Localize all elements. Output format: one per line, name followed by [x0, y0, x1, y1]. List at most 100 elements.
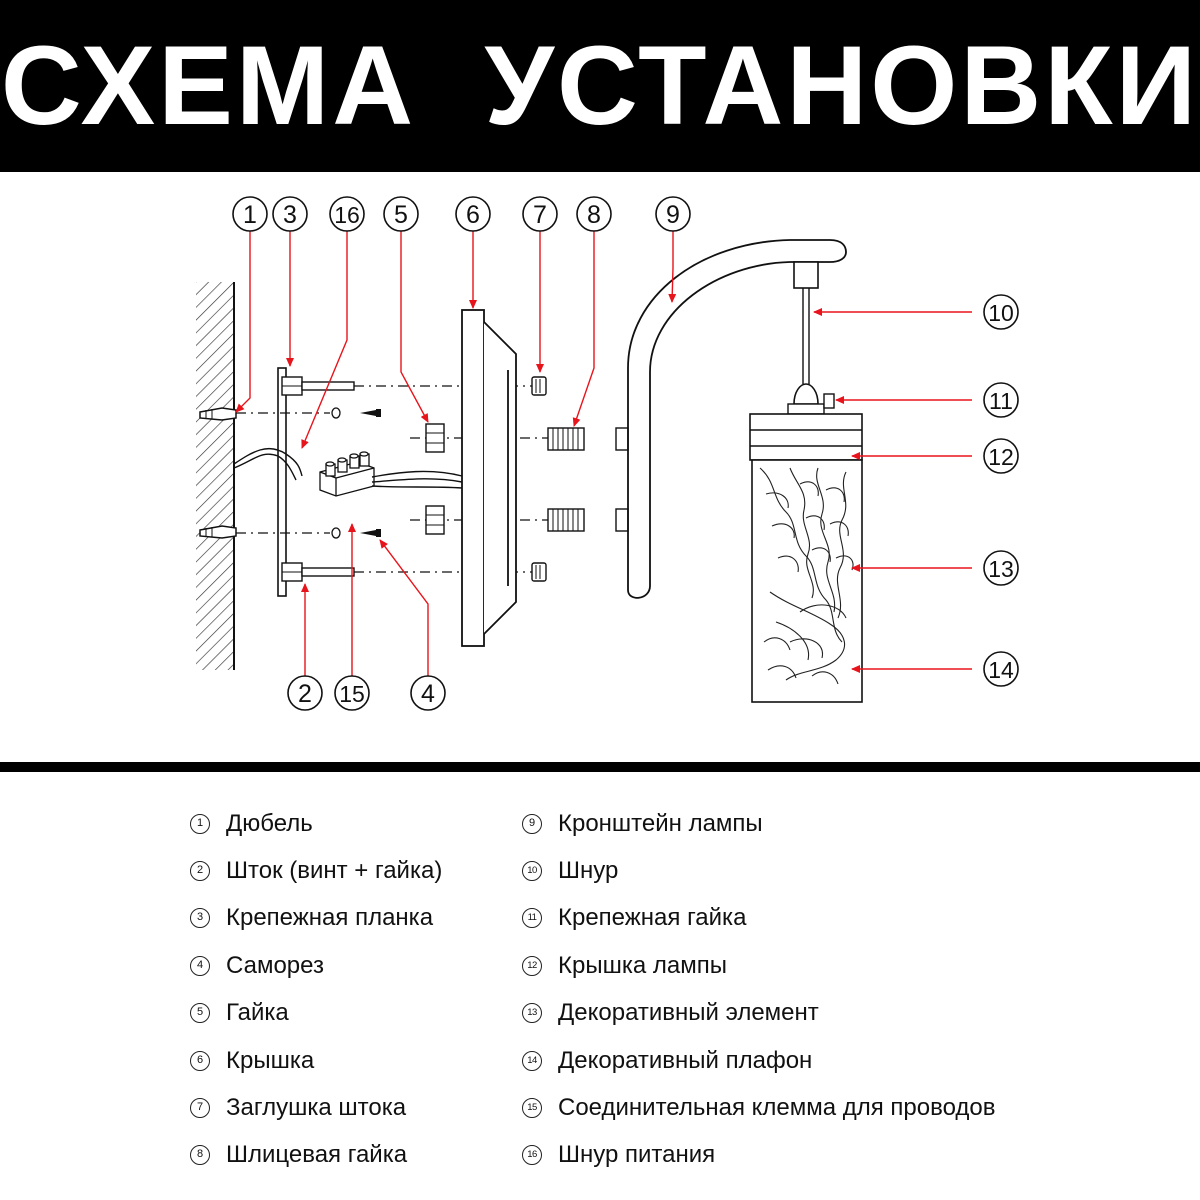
legend-number: 3: [190, 908, 210, 929]
lamp-bracket: [627, 239, 847, 599]
legend-number: 13: [522, 1003, 542, 1024]
page-title: СХЕМА УСТАНОВКИ: [0, 23, 1200, 148]
wall: [196, 282, 235, 670]
lamp-cord: [793, 261, 819, 384]
legend-number: 5: [190, 1003, 210, 1024]
legend-number: 10: [522, 861, 542, 882]
legend-item: 15 Соединительная клемма для проводов: [522, 1084, 996, 1131]
callout-4: 4: [410, 675, 446, 711]
legend-item: 14 Декоративный плафон: [522, 1037, 996, 1084]
dowel-top: [199, 407, 237, 421]
dowel-bottom: [199, 525, 237, 539]
decorative-element: [759, 467, 854, 685]
legend-item: 2 Шток (винт + гайка): [190, 847, 442, 894]
terminal-block: [319, 451, 375, 497]
legend-number: 1: [190, 813, 210, 834]
legend-label: Крепежная гайка: [558, 904, 747, 932]
callout-number: 2: [298, 680, 312, 708]
legend-label: Крепежная планка: [226, 904, 434, 932]
legend-number: 2: [190, 861, 210, 882]
callout-8: 8: [576, 196, 612, 232]
callout-11: 11: [983, 382, 1019, 418]
callout-number: 6: [466, 201, 480, 229]
callout-15: 15: [334, 675, 370, 711]
legend-item: 5 Гайка: [190, 990, 442, 1037]
callout-1: 1: [232, 196, 268, 232]
callout-number: 15: [339, 681, 365, 707]
legend-number: 14: [522, 1050, 542, 1071]
legend-label: Заглушка штока: [226, 1094, 407, 1122]
legend-number: 12: [522, 955, 542, 976]
callout-number: 1: [243, 201, 257, 229]
legend-left-column: 1 Дюбель 2 Шток (винт + гайка) 3 Крепежная …: [190, 800, 442, 1179]
legend-item: 1 Дюбель: [190, 800, 442, 847]
legend-item: 3 Крепежная планка: [190, 895, 442, 942]
callout-number: 5: [394, 201, 408, 229]
washer-top: [331, 407, 341, 419]
callout-number: 16: [334, 202, 360, 228]
washer-bottom: [331, 527, 341, 539]
legend-label: Кронштейн лампы: [558, 809, 763, 837]
rod-cap-bottom: [531, 562, 547, 582]
section-divider: [0, 762, 1200, 772]
callout-number: 12: [988, 444, 1014, 470]
screw-top: [360, 409, 381, 417]
legend-item: 7 Заглушка штока: [190, 1084, 442, 1131]
callout-leaders: [235, 231, 972, 676]
legend-number: 7: [190, 1098, 210, 1119]
legend-label: Декоративный элемент: [558, 999, 819, 1027]
slotted-nut-bottom: [547, 508, 585, 532]
legend-label: Дюбель: [226, 809, 313, 837]
nut-top: [425, 423, 445, 453]
callout-6: 6: [455, 196, 491, 232]
power-cord: [233, 448, 303, 481]
callout-12: 12: [983, 438, 1019, 474]
callout-2: 2: [287, 675, 323, 711]
callout-number: 8: [587, 201, 601, 229]
legend-label: Декоративный плафон: [558, 1046, 813, 1074]
callout-13: 13: [983, 550, 1019, 586]
decorative-shade: [751, 459, 863, 703]
legend-number: 4: [190, 955, 210, 976]
legend-number: 11: [522, 908, 542, 929]
legend-label: Крышка лампы: [558, 951, 727, 979]
legend-number: 9: [522, 813, 542, 834]
legend-label: Крышка: [226, 1046, 315, 1074]
callout-number: 11: [989, 388, 1013, 414]
legend-label: Соединительная клемма для проводов: [558, 1094, 996, 1122]
legend-number: 8: [190, 1145, 210, 1166]
legend-label: Шнур питания: [558, 1141, 716, 1169]
mounting-plate: [277, 367, 287, 597]
callout-number: 9: [666, 201, 680, 229]
legend-number: 15: [522, 1098, 542, 1119]
screw-bottom: [360, 529, 381, 537]
legend-item: 9 Кронштейн лампы: [522, 800, 996, 847]
legend-item: 11 Крепежная гайка: [522, 895, 996, 942]
legend-item: 4 Саморез: [190, 942, 442, 989]
legend-label: Гайка: [226, 999, 289, 1027]
legend-label: Саморез: [226, 951, 324, 979]
callout-number: 14: [988, 657, 1014, 683]
legend-item: 12 Крышка лампы: [522, 942, 996, 989]
lamp-cap: [749, 413, 863, 461]
legend-item: 8 Шлицевая гайка: [190, 1132, 442, 1179]
legend-label: Шлицевая гайка: [226, 1141, 408, 1169]
callout-5: 5: [383, 196, 419, 232]
rod-bottom: [281, 562, 355, 582]
rod-cap-top: [531, 376, 547, 396]
bracket-studs: [615, 427, 629, 532]
callout-7: 7: [522, 196, 558, 232]
installation-diagram: 1 3 16 5 6 7 8 9 10 11 12 13: [196, 196, 1019, 711]
legend-item: 13 Декоративный элемент: [522, 990, 996, 1037]
callout-number: 10: [988, 300, 1014, 326]
legend-label: Шток (винт + гайка): [226, 857, 443, 885]
rod-top: [281, 376, 355, 396]
canopy-cover: [461, 309, 517, 647]
callout-16: 16: [329, 196, 365, 232]
callout-number: 13: [988, 556, 1014, 582]
callout-10: 10: [983, 294, 1019, 330]
callout-number: 4: [421, 680, 435, 708]
callout-14: 14: [983, 651, 1019, 687]
